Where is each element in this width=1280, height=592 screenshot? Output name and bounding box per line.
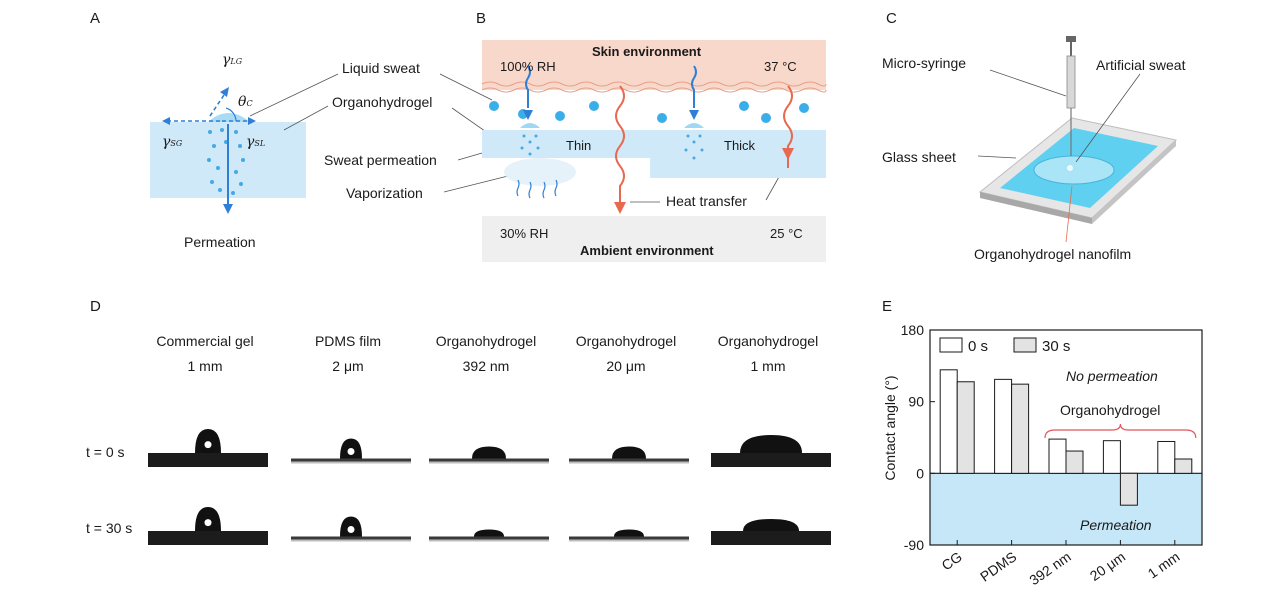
ambient-rh-label: 30% RH [500, 226, 549, 241]
gamma-sl-label: γSL [246, 134, 266, 150]
droplet-photo-t30-2 [291, 516, 411, 542]
bar-0s-5 [1157, 440, 1176, 474]
droplet-photo-t0-1 [148, 429, 268, 467]
sweat-droplet [208, 113, 250, 122]
bar-0s-1 [939, 369, 958, 474]
column-thickness-1: 1 mm [187, 358, 223, 374]
nanofilm-label: Organohydrogel nanofilm [974, 246, 1132, 262]
annotation-no-permeation: No permeation [1066, 368, 1158, 384]
annotation-permeation: Permeation [1080, 517, 1152, 533]
skin-environment-label: Skin environment [592, 44, 702, 59]
callout-sweat-permeation: Sweat permeation [324, 152, 437, 168]
y-tick-label: 0 [916, 465, 924, 481]
panel-a-diagram [150, 87, 306, 214]
column-thickness-4: 20 μm [606, 358, 646, 374]
theta-c-label: θC [238, 94, 253, 110]
artificial-sweat-drop [1033, 155, 1115, 185]
panel-c-diagram [977, 36, 1178, 243]
thick-film [650, 130, 826, 178]
organohydrogel-brace [1044, 423, 1197, 439]
ambient-region [482, 216, 826, 262]
thick-label: Thick [724, 138, 756, 153]
bar-30s-5 [1174, 458, 1193, 474]
column-title-4: Organohydrogel [575, 333, 677, 349]
column-title-2: PDMS film [314, 333, 382, 349]
x-tick-label: 1 mm [1145, 548, 1183, 581]
panel-label-b: B [476, 10, 487, 27]
legend-swatch-2 [1013, 337, 1037, 353]
x-tick-label: 20 μm [1087, 548, 1128, 584]
callout-vaporization: Vaporization [346, 185, 423, 201]
panel-label-e: E [882, 298, 893, 315]
micro-syringe [1066, 36, 1076, 156]
gamma-lg-label: γLG [222, 52, 243, 68]
artificial-sweat-label: Artificial sweat [1096, 57, 1186, 73]
column-title-1: Commercial gel [156, 333, 254, 349]
panel-label-c: C [886, 10, 897, 27]
column-thickness-5: 1 mm [750, 358, 786, 374]
callout-heat-transfer: Heat transfer [666, 193, 747, 209]
bar-30s-4 [1119, 472, 1138, 506]
bar-0s-3 [1048, 438, 1067, 474]
glass-sheet-label: Glass sheet [882, 149, 956, 165]
y-tick-label: 90 [908, 394, 924, 410]
sweat-droplets [489, 101, 809, 123]
column-thickness-2: 2 μm [332, 358, 364, 374]
row-label-t30: t = 30 s [86, 520, 133, 536]
permeation-label: Permeation [184, 234, 256, 250]
y-tick-label: -90 [904, 537, 924, 553]
x-tick-label: 392 nm [1026, 548, 1073, 588]
legend-label-2: 30 s [1042, 338, 1070, 355]
panel-label-d: D [90, 298, 101, 315]
bar-0s-2 [994, 378, 1013, 474]
annotation-organohydrogel: Organohydrogel [1060, 402, 1160, 418]
ambient-environment-label: Ambient environment [580, 243, 714, 258]
column-title-3: Organohydrogel [435, 333, 537, 349]
bar-0s-4 [1102, 440, 1121, 474]
droplet-photo-t30-3 [429, 529, 549, 542]
micro-syringe-label: Micro-syringe [882, 55, 967, 71]
callout-liquid-sweat: Liquid sweat [342, 60, 420, 76]
droplet-photo-t0-4 [569, 446, 689, 464]
bar-30s-3 [1065, 450, 1084, 474]
skin-region [482, 40, 826, 90]
y-tick-label: 180 [901, 322, 925, 338]
legend-swatch-1 [939, 337, 963, 353]
gamma-sg-label: γSG [162, 134, 183, 150]
skin-rh-label: 100% RH [500, 59, 556, 74]
x-tick-label: PDMS [977, 548, 1019, 584]
droplet-photo-t0-5 [711, 435, 831, 467]
skin-temp-label: 37 °C [764, 59, 797, 74]
callout-organohydrogel: Organohydrogel [332, 94, 433, 110]
thin-label: Thin [566, 138, 592, 153]
panel-b-diagram [481, 40, 827, 262]
row-label-t0: t = 0 s [86, 444, 125, 460]
column-thickness-3: 392 nm [462, 358, 510, 374]
legend-label-1: 0 s [968, 338, 988, 355]
droplet-photo-t0-3 [429, 446, 549, 464]
column-title-5: Organohydrogel [717, 333, 819, 349]
x-tick-label: CG [939, 548, 965, 573]
permeation-region [930, 473, 1202, 545]
bar-30s-2 [1011, 383, 1030, 474]
ambient-temp-label: 25 °C [770, 226, 803, 241]
droplet-photo-t30-4 [569, 529, 689, 542]
bar-30s-1 [956, 381, 975, 474]
droplet-photo-t0-2 [291, 438, 411, 464]
panel-label-a: A [90, 10, 101, 27]
y-axis-title: Contact angle (°) [882, 375, 898, 481]
droplet-photo-t30-5 [711, 519, 831, 545]
droplet-photo-t30-1 [148, 507, 268, 545]
